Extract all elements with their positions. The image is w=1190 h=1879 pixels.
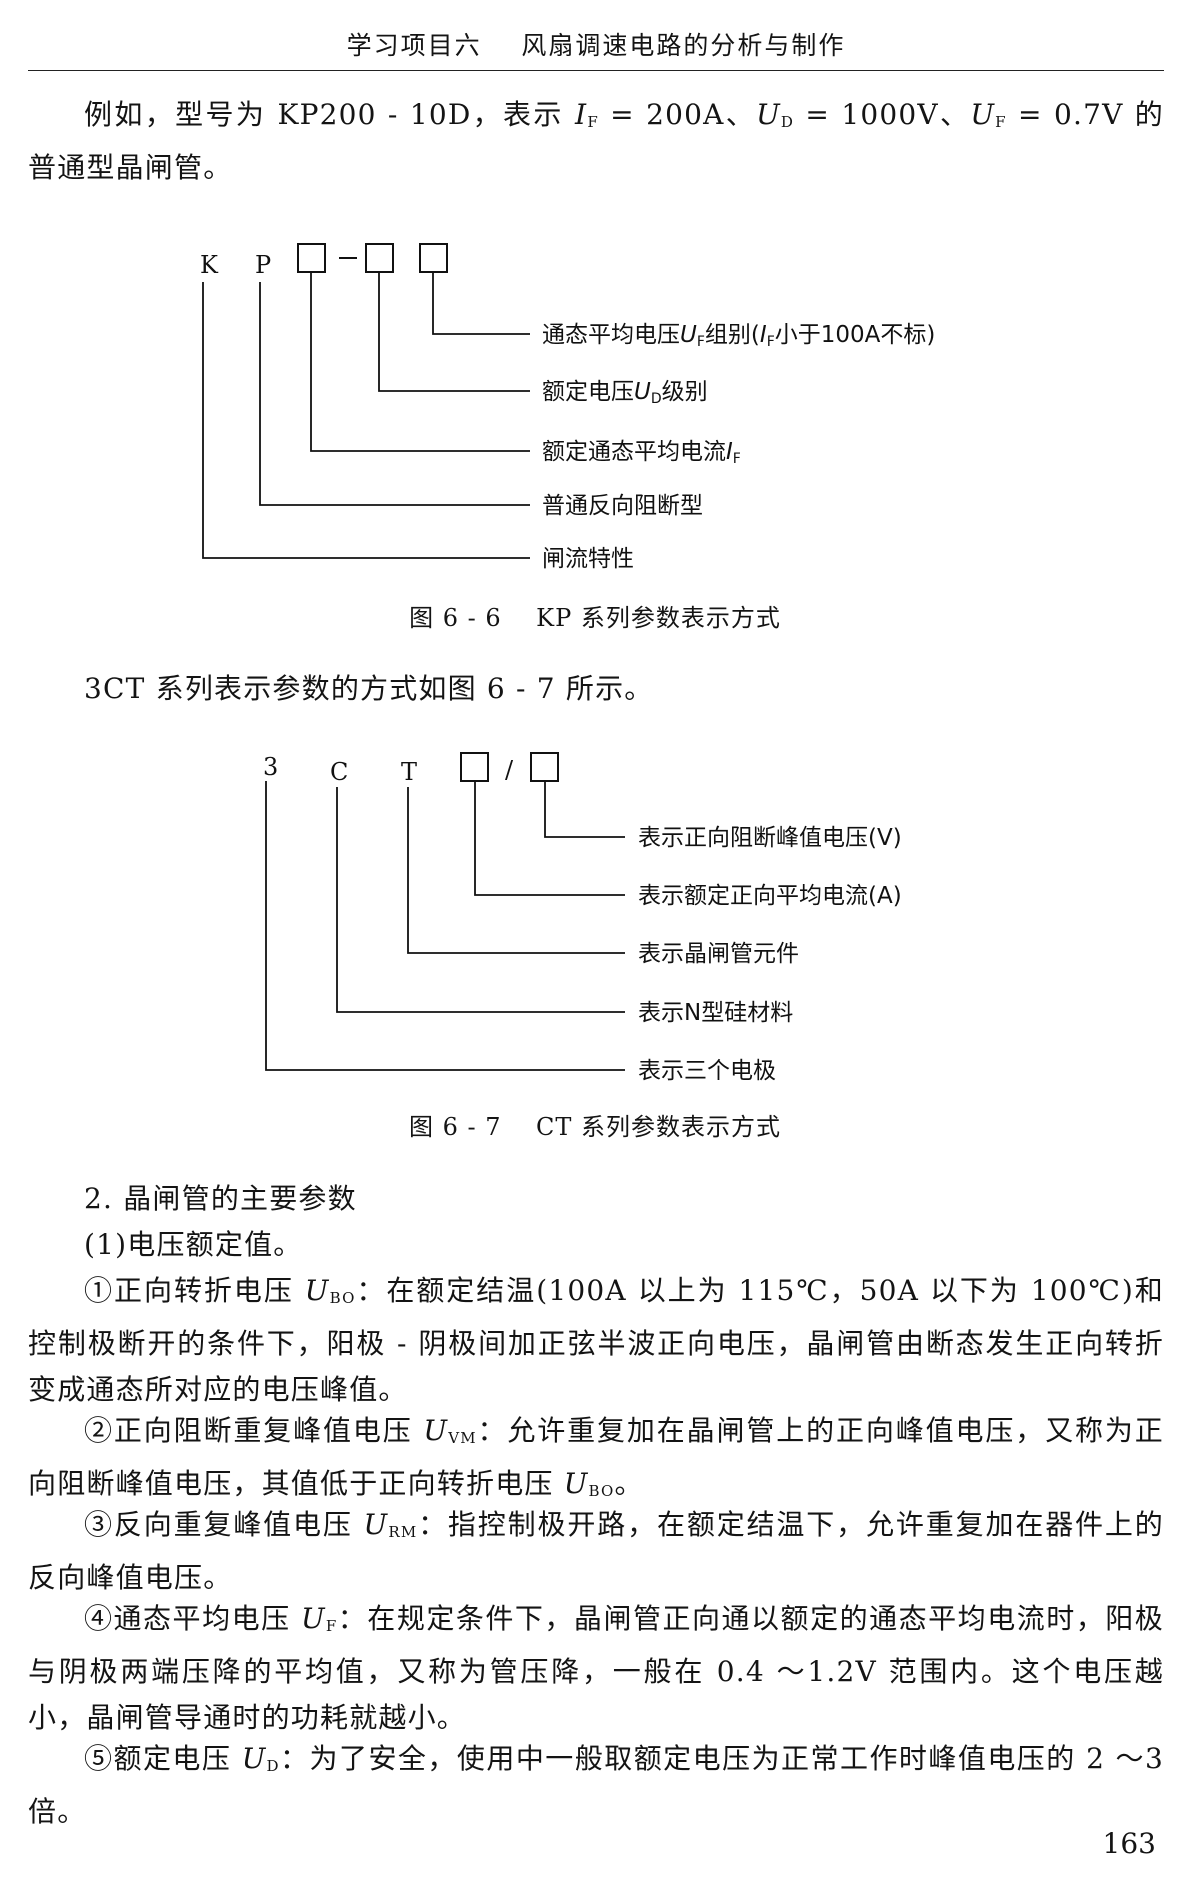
ct-label-4: 表示N型硅材料 (638, 1000, 793, 1026)
box-1 (297, 243, 326, 273)
p3-text-a: ③反向重复峰值电压 (84, 1508, 364, 1541)
p2-text-c: 。 (614, 1467, 644, 1500)
header-title: 学习项目六 风扇调速电路的分析与制作 (346, 31, 846, 60)
p4-text-a: ④通态平均电压 (84, 1602, 302, 1635)
ct-label-3: 表示晶闸管元件 (638, 941, 799, 967)
box-2 (530, 752, 559, 782)
fig6-caption: 图 6 - 6 KP 系列参数表示方式 (0, 598, 1190, 633)
p2-text-b: ：允许重复加在晶闸管上的正向峰值电压，又称为正向阻断峰值电压，其值低于正向转折电… (28, 1414, 1164, 1500)
running-header: 学习项目六 风扇调速电路的分析与制作 (28, 22, 1164, 71)
digit-3: 3 (263, 753, 278, 781)
kp-label-4: 普通反向阻断型 (542, 493, 703, 519)
p1-text-a: ①正向转折电压 (84, 1274, 305, 1307)
param-paragraph-2: ②正向阻断重复峰值电压 UVM：允许重复加在晶闸管上的正向峰值电压，又称为正向阻… (28, 1408, 1164, 1514)
symbol-sub: RM (388, 1523, 418, 1541)
symbol-u: U (756, 98, 781, 131)
box-2 (365, 243, 394, 273)
box-3 (419, 243, 448, 273)
letter-c: C (330, 758, 348, 786)
kp-label-5: 闸流特性 (542, 546, 634, 572)
kp-label-3: 额定通态平均电流IF (542, 439, 741, 467)
p5-text-a: ⑤额定电压 (84, 1742, 242, 1775)
box-1 (460, 752, 489, 782)
intro-text-4: = 0.7V 的普通型晶闸管。 (28, 98, 1164, 184)
letter-p: P (255, 251, 271, 279)
symbol-u: U (304, 1274, 330, 1307)
symbol-sub: D (266, 1757, 280, 1775)
section-heading: 2. 晶闸管的主要参数 (84, 1182, 357, 1215)
kp-leader-lines (202, 272, 530, 559)
intro-text-1: 例如，型号为 KP200 - 10D，表示 (84, 98, 576, 131)
symbol-sub: VM (448, 1429, 477, 1447)
mid-paragraph: 3CT 系列表示参数的方式如图 6 - 7 所示。 (84, 672, 654, 705)
param-paragraph-3: ③反向重复峰值电压 URM：指控制极开路，在额定结温下，允许重复加在器件上的反向… (28, 1502, 1164, 1601)
symbol-u: U (423, 1414, 449, 1447)
ct-diagram: 3 C T / 表示正向阻断峰值电压(V) 表示额定正向平均电流(A) 表示晶闸… (0, 745, 1190, 1085)
kp-top-row: K P (200, 243, 448, 279)
symbol-u: U (970, 98, 996, 131)
param-paragraph-4: ④通态平均电压 UF：在规定条件下，晶闸管正向通以额定的通态平均电流时，阳极与阴… (28, 1596, 1164, 1741)
symbol-u: U (563, 1467, 589, 1500)
param-paragraph-1: ①正向转折电压 UBO：在额定结温(100A 以上为 115℃，50A 以下为 … (28, 1268, 1164, 1413)
symbol-sub: F (587, 113, 599, 131)
fig7-caption-text: 图 6 - 7 CT 系列参数表示方式 (408, 1113, 782, 1141)
letter-t: T (401, 758, 417, 786)
page-number: 163 (1102, 1827, 1156, 1860)
kp-label-1: 通态平均电压UF组别(IF小于100A不标) (542, 322, 935, 350)
symbol-u: U (241, 1742, 267, 1775)
kp-diagram: K P 通态平均电压UF组别(IF小于100A不标) 额定电压UD级别 额定通态… (0, 230, 1190, 580)
kp-label-2: 额定电压UD级别 (542, 379, 708, 407)
symbol-u: U (301, 1602, 326, 1635)
subsection-heading: (1)电压额定值。 (84, 1228, 303, 1261)
symbol-sub: F (995, 113, 1007, 131)
p4-text-b: ：在规定条件下，晶闸管正向通以额定的通态平均电流时，阳极与阴极两端压降的平均值，… (28, 1602, 1164, 1734)
symbol-sub: BO (329, 1289, 356, 1307)
ct-label-1: 表示正向阻断峰值电压(V) (638, 825, 902, 851)
symbol-u: U (363, 1508, 389, 1541)
p1-text-b: ：在额定结温(100A 以上为 115℃，50A 以下为 100℃)和控制极断开… (28, 1274, 1164, 1406)
symbol-sub: BO (588, 1482, 615, 1500)
intro-text-3: = 1000V、 (794, 98, 971, 131)
ct-top-row: 3 C T / (263, 752, 559, 786)
p3-text-b: ：指控制极开路，在额定结温下，允许重复加在器件上的反向峰值电压。 (28, 1508, 1164, 1594)
fig7-caption: 图 6 - 7 CT 系列参数表示方式 (0, 1107, 1190, 1142)
intro-text-2: = 200A、 (598, 98, 757, 131)
ct-label-5: 表示三个电极 (638, 1058, 776, 1084)
symbol-sub: F (325, 1617, 338, 1635)
symbol-i: I (575, 98, 588, 131)
symbol-sub: D (780, 113, 795, 131)
intro-paragraph: 例如，型号为 KP200 - 10D，表示 IF = 200A、UD = 100… (28, 92, 1164, 191)
letter-k: K (200, 251, 219, 279)
ct-label-2: 表示额定正向平均电流(A) (638, 883, 902, 909)
slash-mark: / (505, 756, 514, 784)
fig6-caption-text: 图 6 - 6 KP 系列参数表示方式 (409, 604, 781, 632)
p2-text-a: ②正向阻断重复峰值电压 (84, 1414, 424, 1447)
ct-leader-lines (265, 781, 625, 1071)
param-paragraph-5: ⑤额定电压 UD：为了安全，使用中一般取额定电压为正常工作时峰值电压的 2 ～3… (28, 1736, 1164, 1835)
p5-text-b: ：为了安全，使用中一般取额定电压为正常工作时峰值电压的 2 ～3 倍。 (28, 1742, 1164, 1828)
